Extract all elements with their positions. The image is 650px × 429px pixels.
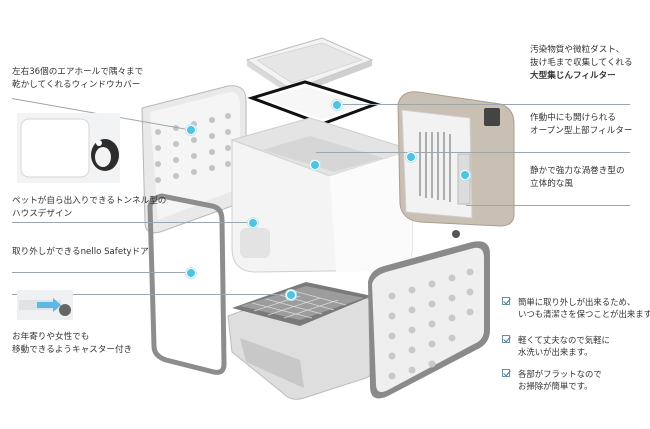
- hotspot-wind-left[interactable]: [406, 152, 416, 162]
- label-top-filter: 作動中にも開けられる オープン型上部フィルター: [530, 113, 633, 136]
- feature-item-2: 軽くて丈夫なので気軽に 水洗いが出来ます。: [502, 334, 610, 358]
- leader-tunnel: [12, 222, 252, 223]
- leader-door: [12, 272, 192, 273]
- dryer-unit: [397, 91, 515, 227]
- hotspot-door[interactable]: [186, 268, 196, 278]
- label-wind: 静かで強力な渦巻き型の 立体的な風: [530, 166, 625, 189]
- hotspot-filter[interactable]: [332, 100, 342, 110]
- leader-filter: [338, 104, 630, 105]
- hotspot-tray[interactable]: [286, 290, 296, 300]
- cat-in-tunnel-photo: [17, 113, 120, 183]
- hotspot-tunnel[interactable]: [248, 218, 258, 228]
- caster-photo: [17, 290, 73, 320]
- check-icon: [502, 297, 510, 305]
- leader-top-filter: [316, 152, 630, 153]
- leader-caster: [12, 294, 292, 295]
- hotspot-wind-right[interactable]: [460, 170, 470, 180]
- feature-item-1: 簡単に取り外しが出来るため、 いつも清潔さを保つことが出来ます。: [502, 296, 650, 320]
- leader-wind: [466, 205, 630, 206]
- label-door: 取り外しができるnello Safetyドア: [12, 247, 149, 257]
- label-air-holes: 左右36個のエアホールで隅々まで 乾かしてくれるウィンドウカバー: [12, 67, 144, 90]
- check-icon: [502, 369, 510, 377]
- caster-wheel: [452, 230, 460, 238]
- label-filter: 汚染物質や微粒ダスト、 抜け毛まで収集してくれる 大型集じんフィルター: [530, 45, 633, 81]
- label-tunnel: ペットが自ら出入りできるトンネル型の ハウスデザイン: [12, 196, 167, 219]
- hotspot-air-holes[interactable]: [186, 125, 196, 135]
- dust-filter: [247, 80, 381, 126]
- check-icon: [502, 335, 510, 343]
- right-door-holes: [388, 268, 474, 380]
- safety-door-frame: [147, 193, 227, 375]
- hotspot-top-filter[interactable]: [310, 160, 320, 170]
- label-caster: お年寄りや女性でも 移動できるようキャスター付き: [12, 332, 133, 355]
- feature-item-3: 各部がフラットなので お掃除が簡単です。: [502, 368, 602, 392]
- right-door-panel: [368, 241, 490, 399]
- left-cover-holes: [155, 113, 231, 183]
- base-tray: [227, 282, 381, 400]
- main-housing: [230, 117, 414, 273]
